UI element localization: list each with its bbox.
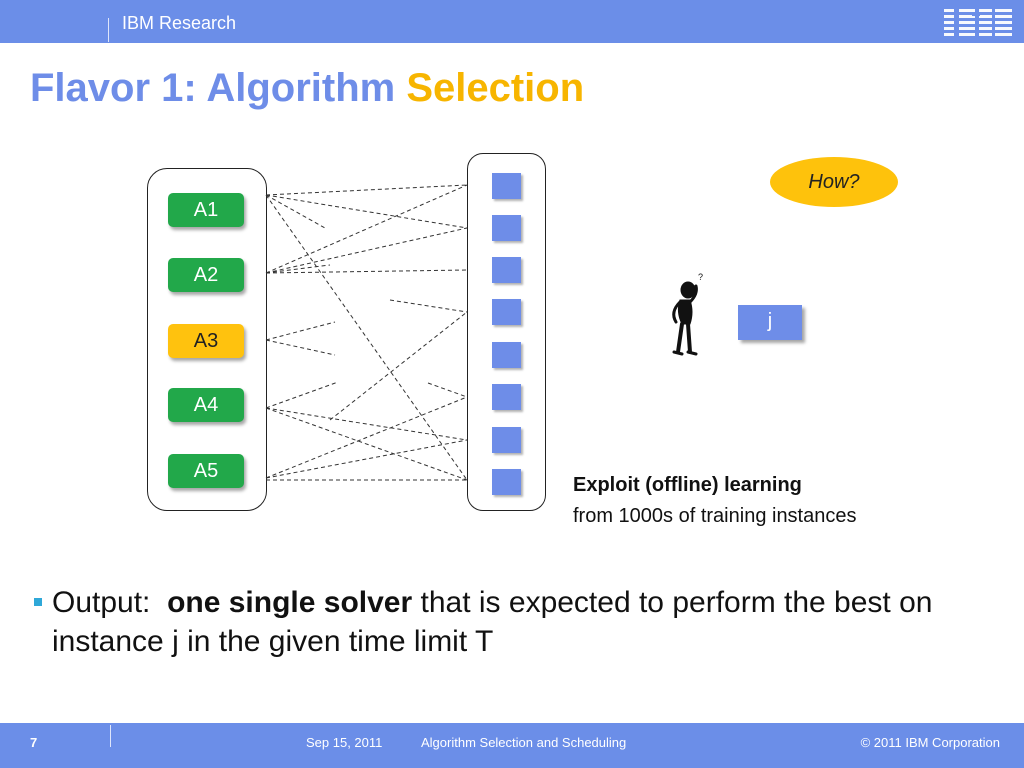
algorithm-a1: A1 (168, 193, 244, 227)
instance-box (492, 342, 521, 368)
footer-copyright: © 2011 IBM Corporation (860, 735, 1000, 750)
bullet-bold: one single solver (167, 586, 413, 619)
ibm-logo-icon (944, 9, 1012, 36)
page-number: 7 (30, 735, 38, 750)
footer-date: Sep 15, 2011 (306, 735, 383, 750)
header-bar: IBM Research (0, 0, 1024, 43)
slide-title: Flavor 1: Algorithm Selection (30, 66, 584, 111)
note-title: Exploit (offline) learning (573, 474, 802, 496)
bullet-prefix: Output: (52, 586, 168, 619)
instance-box (492, 427, 521, 453)
instance-box (492, 299, 521, 325)
header-divider (108, 18, 109, 42)
instance-j-box: j (738, 305, 802, 340)
algorithm-a3-selected: A3 (168, 324, 244, 358)
bullet-square-icon (34, 598, 42, 606)
algorithm-a5: A5 (168, 454, 244, 488)
title-highlight: Selection (406, 66, 585, 110)
instance-box (492, 384, 521, 410)
footer-deck-title: Algorithm Selection and Scheduling (421, 735, 627, 750)
title-main: Flavor 1: Algorithm (30, 66, 407, 110)
header-brand: IBM Research (122, 13, 237, 33)
instance-box (492, 215, 521, 241)
bullet-suffix: that is expected to perform the best on … (52, 586, 933, 658)
bullet-text: Output: one single solver that is expect… (52, 583, 954, 661)
instance-box (492, 257, 521, 283)
footer-bar: 7 Sep 15, 2011 Algorithm Selection and S… (0, 723, 1024, 768)
thinking-person-icon: ? (672, 272, 703, 356)
instance-box (492, 173, 521, 199)
algorithm-a4: A4 (168, 388, 244, 422)
note-detail: from 1000s of training instances (573, 505, 857, 527)
learning-note: Exploit (offline) learning from 1000s of… (573, 470, 857, 532)
algorithm-a2: A2 (168, 258, 244, 292)
svg-text:?: ? (698, 272, 703, 282)
footer-divider (110, 725, 111, 747)
how-bubble: How? (770, 157, 898, 207)
instance-box (492, 469, 521, 495)
